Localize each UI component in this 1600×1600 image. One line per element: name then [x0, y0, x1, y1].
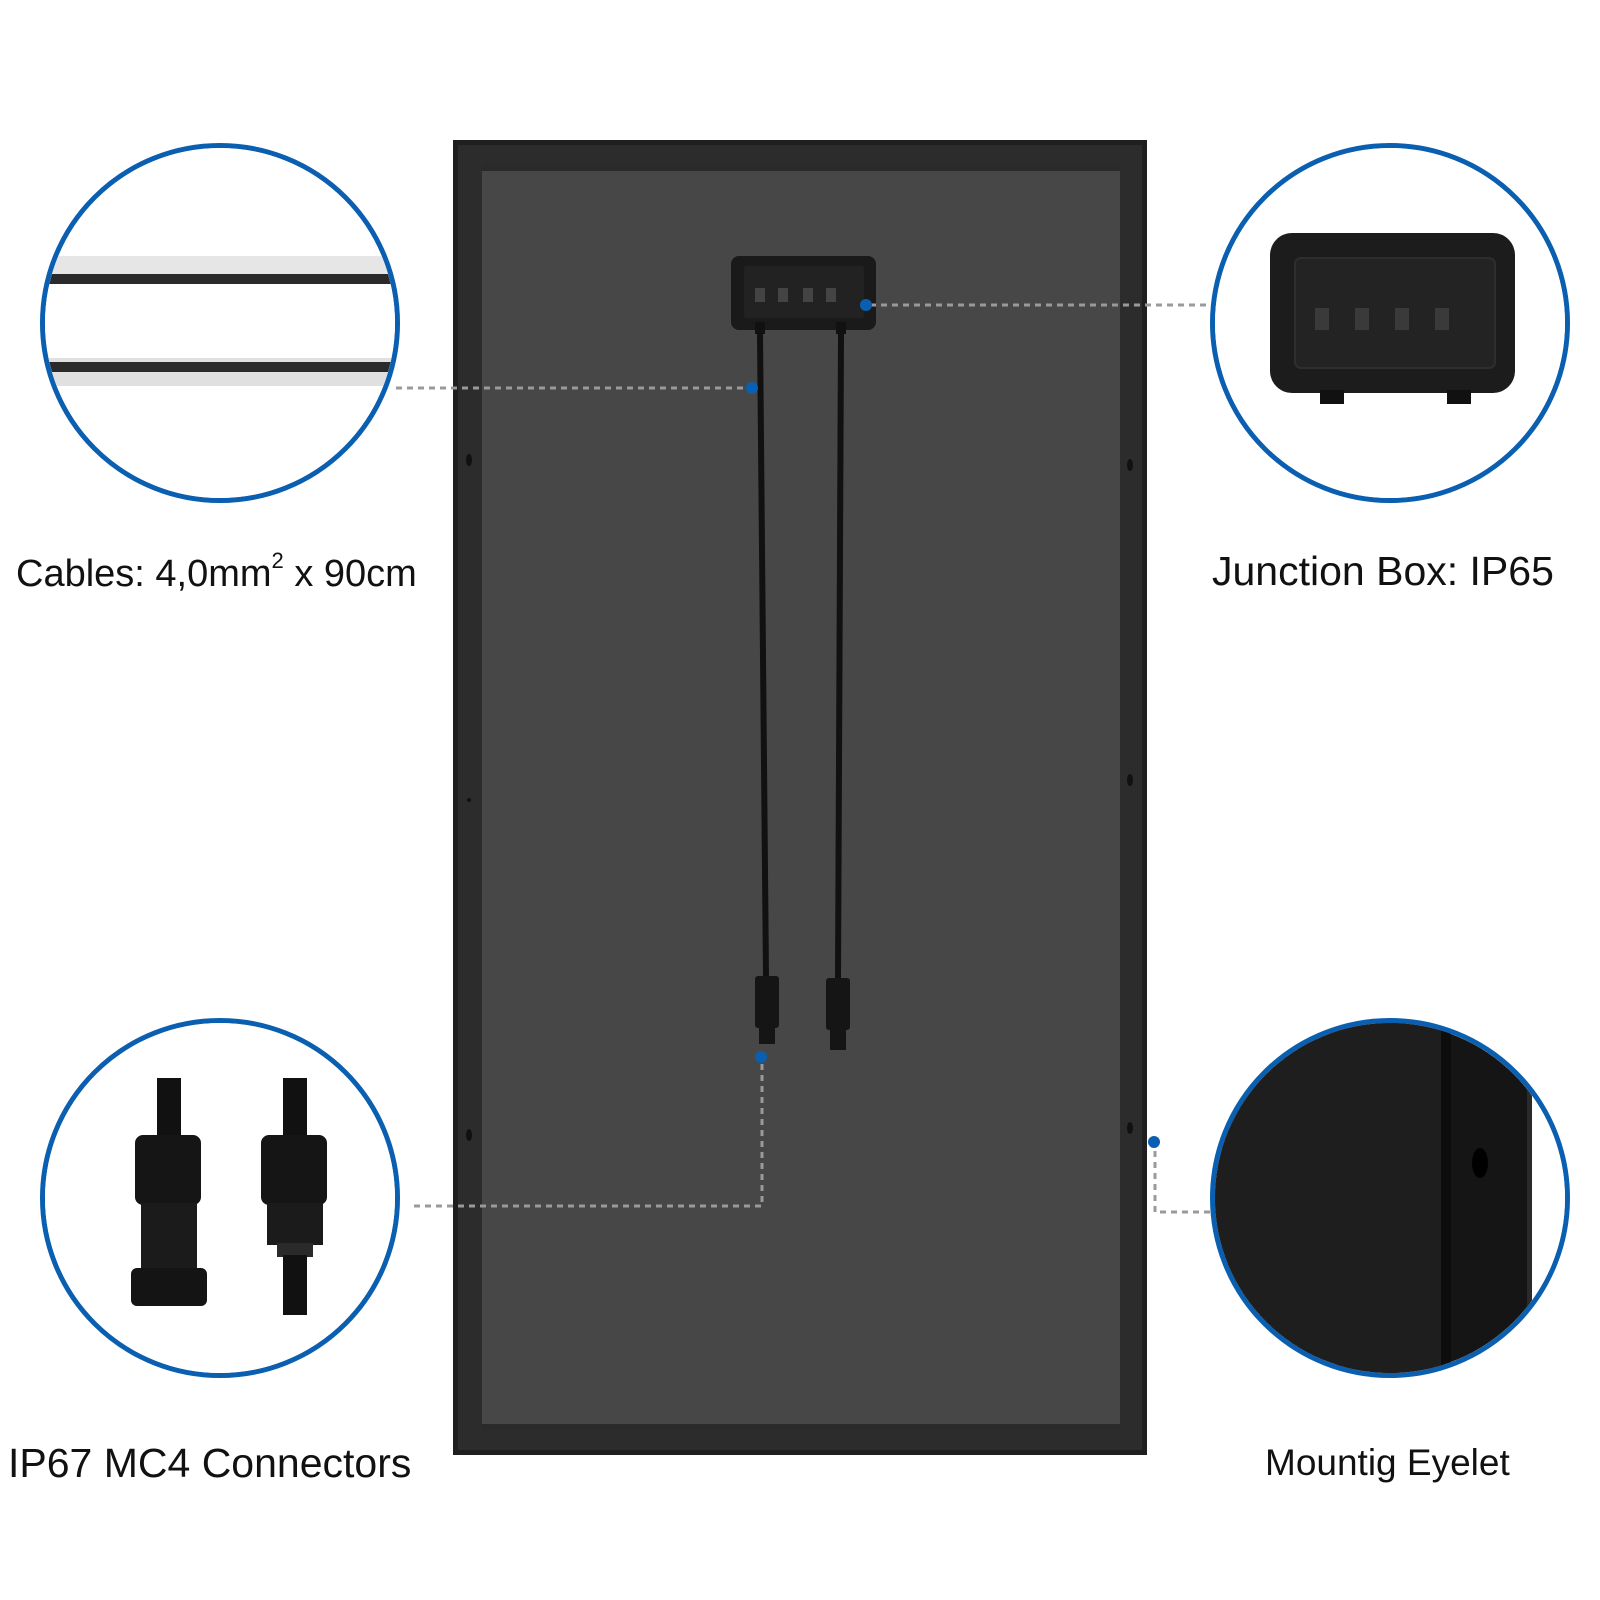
eyelet-detail-bubble — [1210, 1018, 1570, 1378]
connectors-label: IP67 MC4 Connectors — [8, 1440, 412, 1486]
cable-detail-bubble — [40, 143, 400, 503]
cables-label: Cables: 4,0mm2 x 90cm — [16, 548, 417, 595]
eyelet-label: Mountig Eyelet — [1265, 1442, 1510, 1483]
cable-icon — [45, 148, 395, 498]
mc4-connector-icon — [45, 1023, 395, 1373]
connector-detail-bubble — [40, 1018, 400, 1378]
junction-box-label: Junction Box: IP65 — [1212, 548, 1554, 594]
junction-box-icon — [731, 256, 876, 334]
cable-icon — [757, 333, 844, 979]
mc4-connector-icon — [755, 976, 850, 1050]
junction-box-icon — [1215, 148, 1565, 498]
junction-box-detail-bubble — [1210, 143, 1570, 503]
mounting-hole-set — [466, 454, 1133, 1141]
mounting-eyelet-icon — [1215, 1023, 1565, 1373]
panel-backsheet — [482, 165, 1120, 1430]
